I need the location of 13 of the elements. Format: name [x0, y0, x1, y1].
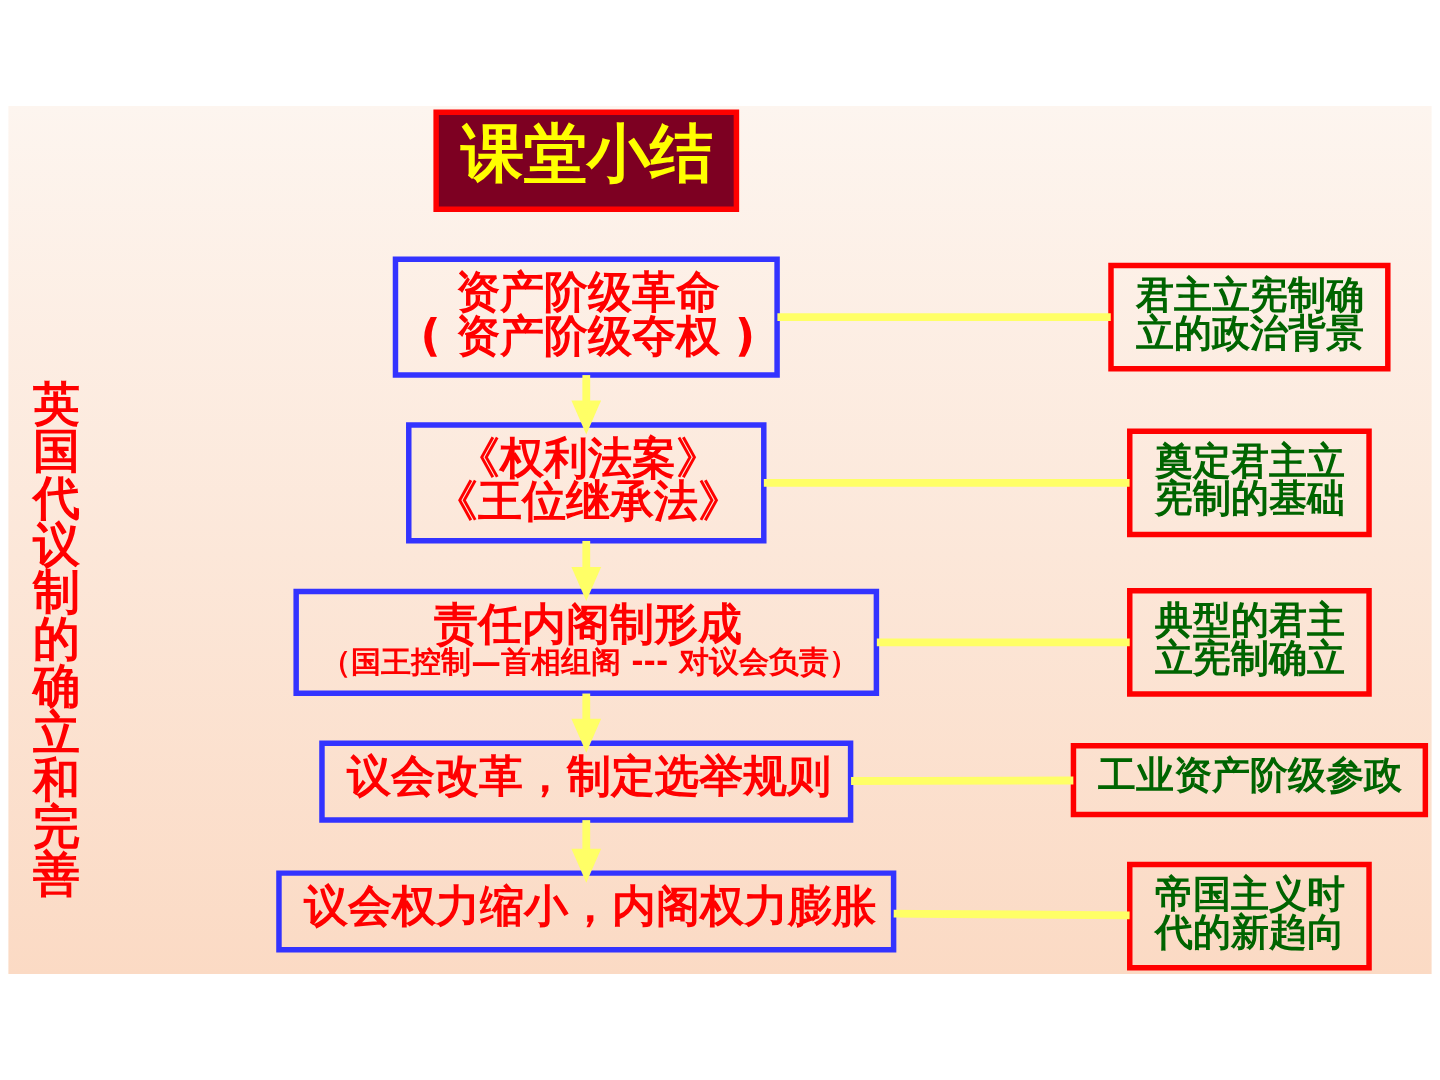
- label: 英国代议制的确立和完善: [32, 376, 80, 901]
- arrow: [571, 540, 602, 602]
- node-box: 《权利法案》 《王位继承法》: [406, 422, 767, 544]
- node-box: 责任内阁制形成 （国王控制—首相组阁 --- 对议会负责）: [293, 588, 880, 696]
- node-box: 帝国主义时代的新趋向: [1127, 861, 1372, 971]
- node-box: 工业资产阶级参政: [1070, 742, 1429, 818]
- node-box: 奠定君主立宪制的基础: [1127, 428, 1372, 538]
- node-box: 君主立宪制确立的政治背景: [1108, 262, 1391, 372]
- node-box: 典型的君主立宪制确立: [1127, 588, 1372, 697]
- node-box: 议会改革，制定选举规则: [319, 740, 854, 823]
- node-box: 资产阶级革命 ( 资产阶级夺权 ): [392, 256, 780, 378]
- node-box: 课堂小结: [433, 109, 740, 212]
- node-box: 议会权力缩小，内阁权力膨胀: [276, 870, 897, 953]
